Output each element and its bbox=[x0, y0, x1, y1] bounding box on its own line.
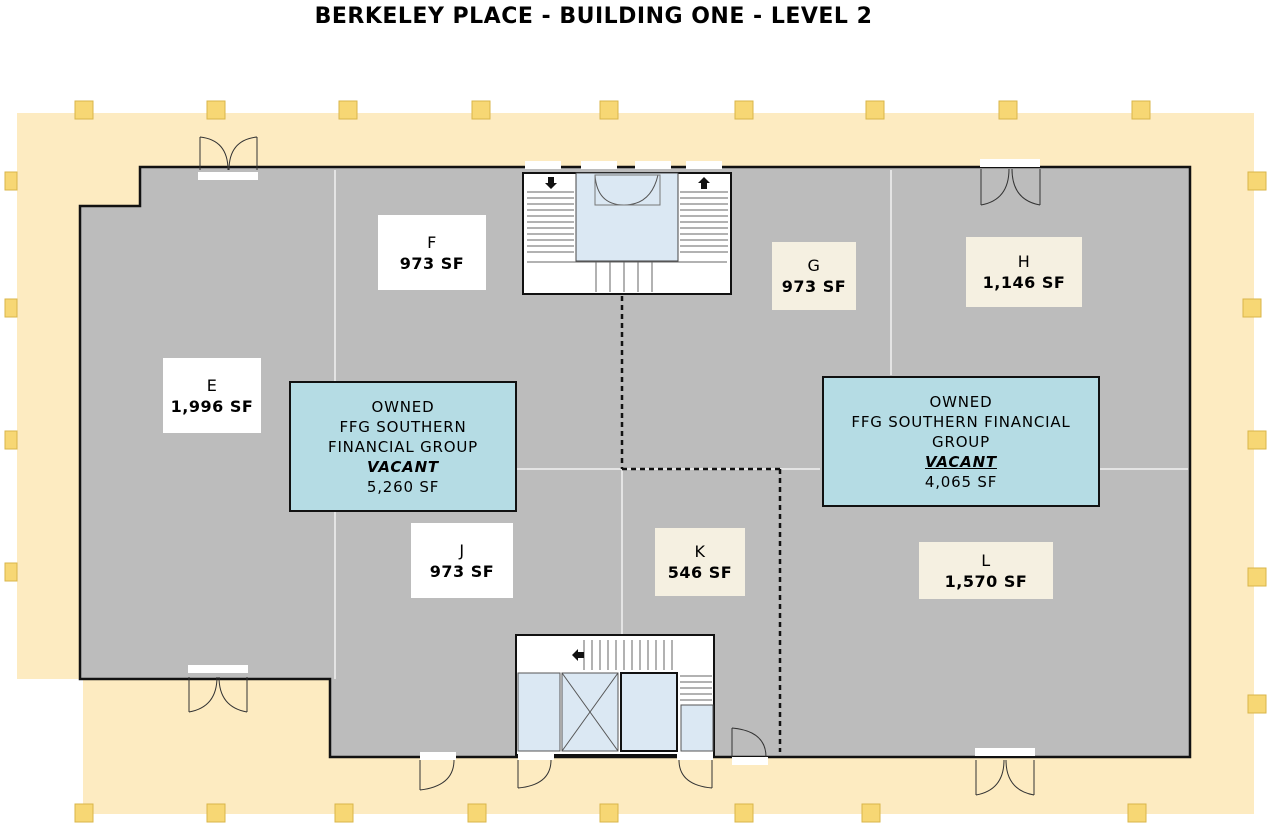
owned-line-2: FFG SOUTHERN bbox=[339, 417, 467, 436]
down-arrow-icon bbox=[545, 177, 557, 189]
owned-line-3: GROUP bbox=[932, 432, 990, 451]
owned-line-3: FINANCIAL GROUP bbox=[328, 437, 478, 456]
suite-label-j: J 973 SF bbox=[411, 523, 513, 598]
suite-area: 973 SF bbox=[399, 253, 465, 273]
suite-letter: H bbox=[1017, 252, 1031, 271]
suite-area: 973 SF bbox=[781, 277, 847, 296]
suite-letter: G bbox=[807, 256, 821, 275]
owned-status: VACANT bbox=[925, 452, 997, 471]
doors bbox=[188, 136, 1041, 796]
suite-letter: J bbox=[459, 540, 465, 560]
suite-label-g: G 973 SF bbox=[772, 242, 856, 310]
owned-area: 4,065 SF bbox=[924, 472, 998, 491]
suite-area: 1,570 SF bbox=[944, 571, 1028, 591]
dashed-dividers bbox=[620, 296, 782, 752]
building-floor bbox=[78, 165, 1192, 759]
suite-letter: E bbox=[206, 375, 218, 395]
suite-area: 1,996 SF bbox=[170, 396, 254, 416]
suite-area: 973 SF bbox=[429, 561, 495, 581]
up-arrow-icon bbox=[698, 177, 710, 189]
suite-letter: K bbox=[694, 542, 706, 561]
owned-status: VACANT bbox=[367, 457, 439, 476]
bottom-core bbox=[515, 634, 715, 756]
owned-block-left: OWNED FFG SOUTHERN FINANCIAL GROUP VACAN… bbox=[289, 381, 517, 512]
suite-area: 546 SF bbox=[667, 563, 733, 582]
top-stairwell bbox=[522, 161, 732, 295]
suite-label-h: H 1,146 SF bbox=[966, 237, 1082, 307]
suite-label-k: K 546 SF bbox=[655, 528, 745, 596]
floor-plan-title: BERKELEY PLACE - BUILDING ONE - LEVEL 2 bbox=[314, 4, 873, 29]
suite-label-e: E 1,996 SF bbox=[163, 358, 261, 433]
suite-area: 1,146 SF bbox=[982, 273, 1066, 292]
suite-label-f: F 973 SF bbox=[378, 215, 486, 290]
suite-letter: L bbox=[981, 550, 991, 570]
owned-line-1: OWNED bbox=[929, 392, 993, 411]
owned-area: 5,260 SF bbox=[366, 477, 440, 496]
owned-block-right: OWNED FFG SOUTHERN FINANCIAL GROUP VACAN… bbox=[822, 376, 1100, 507]
owned-line-2: FFG SOUTHERN FINANCIAL bbox=[851, 412, 1071, 431]
left-arrow-icon bbox=[572, 649, 584, 661]
suite-letter: F bbox=[427, 232, 437, 252]
owned-line-1: OWNED bbox=[371, 397, 435, 416]
suite-label-l: L 1,570 SF bbox=[919, 542, 1053, 599]
column-markers bbox=[4, 100, 1267, 823]
